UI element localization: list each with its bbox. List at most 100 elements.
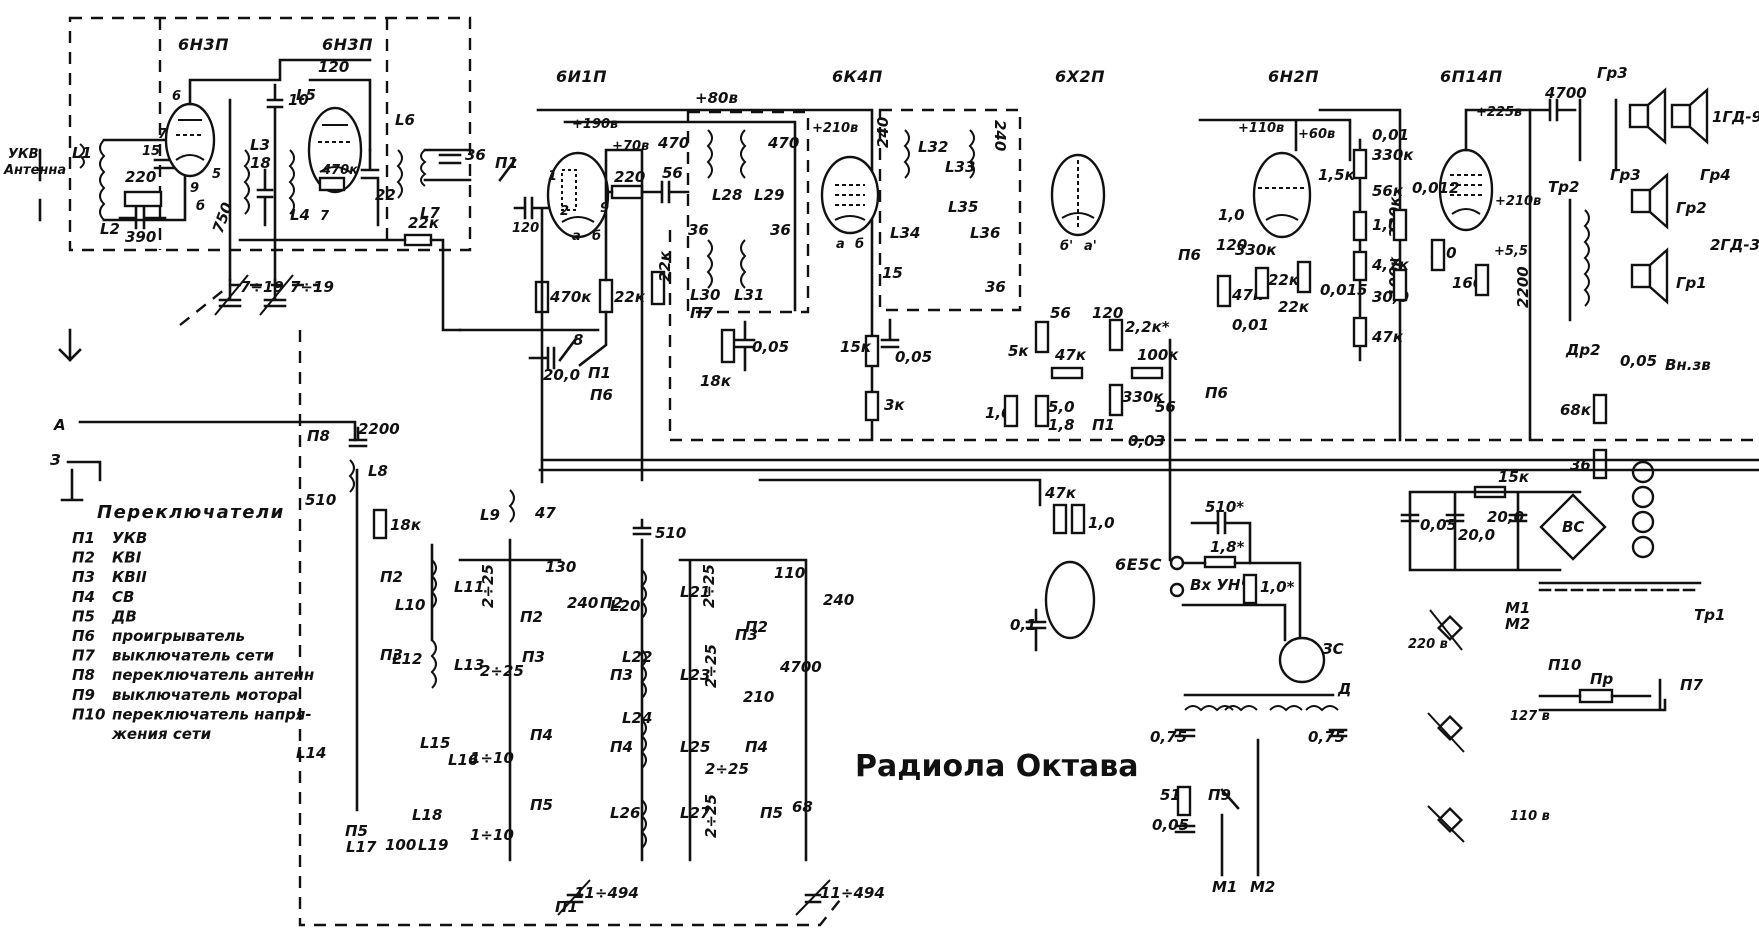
label-L30: L30 [690,286,720,304]
label-3k: 3к [884,396,905,414]
inductor-L32 [903,129,910,179]
label-22k-b: 22к [614,288,646,306]
label-470b: 470 [767,134,799,152]
label-22k-e: 22к [1278,298,1310,316]
label-1-8: 1,8 [1048,416,1075,434]
label-20-0: 20,0 [543,366,580,384]
label-1-8-star: 1,8* [1210,538,1245,556]
label-18k: 18к [700,372,732,390]
speaker-gr4-magnet [1670,103,1692,129]
label-68k: 68к [1560,401,1592,419]
switch-P2-label-d: П2 [745,618,768,636]
resistor-47k-a [1050,366,1084,380]
label-56b: 56 [1050,304,1071,322]
inductor-L4 [288,149,295,215]
label-0-012: 0,012 [1412,179,1459,197]
potentiometer-5k [1034,320,1050,354]
trimmer-2-25a: 2÷25 [479,564,497,608]
label-L19: L19 [418,836,448,854]
label-motor-D: Д [1337,680,1351,698]
speaker-gr2-cone [1648,172,1669,230]
label-4700a: 4700 [1544,84,1587,102]
trimmer-2-25e: 2÷25 [705,760,749,778]
resistor-47k-c [1352,316,1368,348]
label-470a: 470 [657,134,689,152]
label-120: 120 [318,58,349,76]
inductor-L33 [968,129,975,179]
label-Gr3b: Гр3 [1610,166,1641,184]
label-M1: М1 [1505,599,1530,617]
tube-label-6k4p: 6К4П [832,67,883,86]
ukv-block: УКВ Антенна L1 L2 220 390 15 6Н3П 6 7 9 … [3,35,600,332]
tube-6e5c [1044,560,1096,640]
label-L11: L11 [454,578,484,596]
pickup-ZS [1278,636,1326,684]
label-22: 22 [375,186,396,204]
phono-jack-1[interactable] [1169,555,1185,571]
legend-heading: Переключатели [97,502,285,523]
legend-code: П8 [72,666,95,684]
label-0-05a: 0,05 [752,338,789,356]
output-stage: 6П14П +225в +210в +5,5 0,012 1,0 160 220… [1412,64,1759,442]
legend-description: УКВ [112,529,147,547]
switch-P5-label-b: П5 [345,822,368,840]
resistor-18k-b [372,508,388,540]
legend-description: КВI [112,549,142,567]
label-L13: L13 [454,656,484,674]
switch-P3-label-c: П3 [610,666,633,684]
voltage-225: +225в [1476,105,1522,120]
tube-label-6i1p: 6И1П [556,67,607,86]
voltage-210a: +210в [812,121,858,136]
potentiometer-68k [1592,393,1608,425]
band-coils: L9 47 510 L10 L11 L12 L13 П2 П3 П2 П3 2÷… [296,468,885,916]
legend-code: П2 [72,549,95,567]
switch-P7-power-label: П7 [1680,676,1704,694]
label-ZS: ЗС [1322,640,1344,658]
motor-windings [1184,705,1339,712]
resistor-4-7k [1352,250,1368,282]
label-L6: L6 [395,111,415,129]
phono-jack-2[interactable] [1169,582,1185,598]
pin-5: 5 [212,167,221,182]
selector-110v [1436,806,1464,834]
legend-code: П3 [72,568,95,586]
tube-label-6n2p: 6Н2П [1268,67,1319,86]
voltage-80: +80в [695,89,738,107]
switch-P4-label-c: П4 [745,738,768,756]
tube-label-6e5c: 6Е5С [1115,555,1162,574]
label-0-05e: 0,05 [1152,816,1189,834]
switch-P6-label-c: П6 [1178,246,1201,264]
trimmer-2-25c: 2÷25 [700,564,718,608]
antenna-A-label: А [53,416,66,434]
resistor-220 [123,190,163,208]
trimmer-2-25b: 2÷25 [480,662,524,680]
inductor-L6 [396,149,403,199]
label-240c: 240 [567,594,598,612]
legend-description: переключатель напря- [112,705,312,723]
pin-9: 9 [190,181,199,196]
label-Tr2: Тр2 [1548,178,1579,196]
switch-P2-label-b: П2 [520,608,543,626]
label-L31: L31 [734,286,764,304]
inductor-L31 [740,239,747,289]
legend-description: проигрыватель [112,627,245,645]
label-127v: 127 в [1510,709,1550,724]
label-L3: L3 [250,136,270,154]
variable-cap-11-494a: 11÷494 [574,884,639,902]
label-0-05d: 0,05 [1420,516,1457,534]
audio-preamp-stage: 6Н2П +110в +60в П6 120 1,0 330к 47к 0,01… [1178,67,1414,442]
label-0-015: 0,015 [1320,281,1367,299]
phono-input: Вх УНЧ 510* 1,8* 1,0* ЗС Д 0,75 0,75 51 … [1150,498,1351,896]
trimmer-1-10a: 1÷10 [470,749,514,767]
label-L26: L26 [610,804,640,822]
resistor-1-0d [1430,238,1446,272]
label-L20: L20 [610,597,640,615]
switch-P5-label-c: П5 [760,804,783,822]
legend-description: переключатель антенн [112,666,314,684]
label-L25: L25 [680,738,710,756]
label-22k: 22к [408,214,440,232]
label-Tr1: Тр1 [1694,606,1725,624]
label-22k-c: 22к [656,250,674,282]
resistor-330k [1108,383,1124,417]
